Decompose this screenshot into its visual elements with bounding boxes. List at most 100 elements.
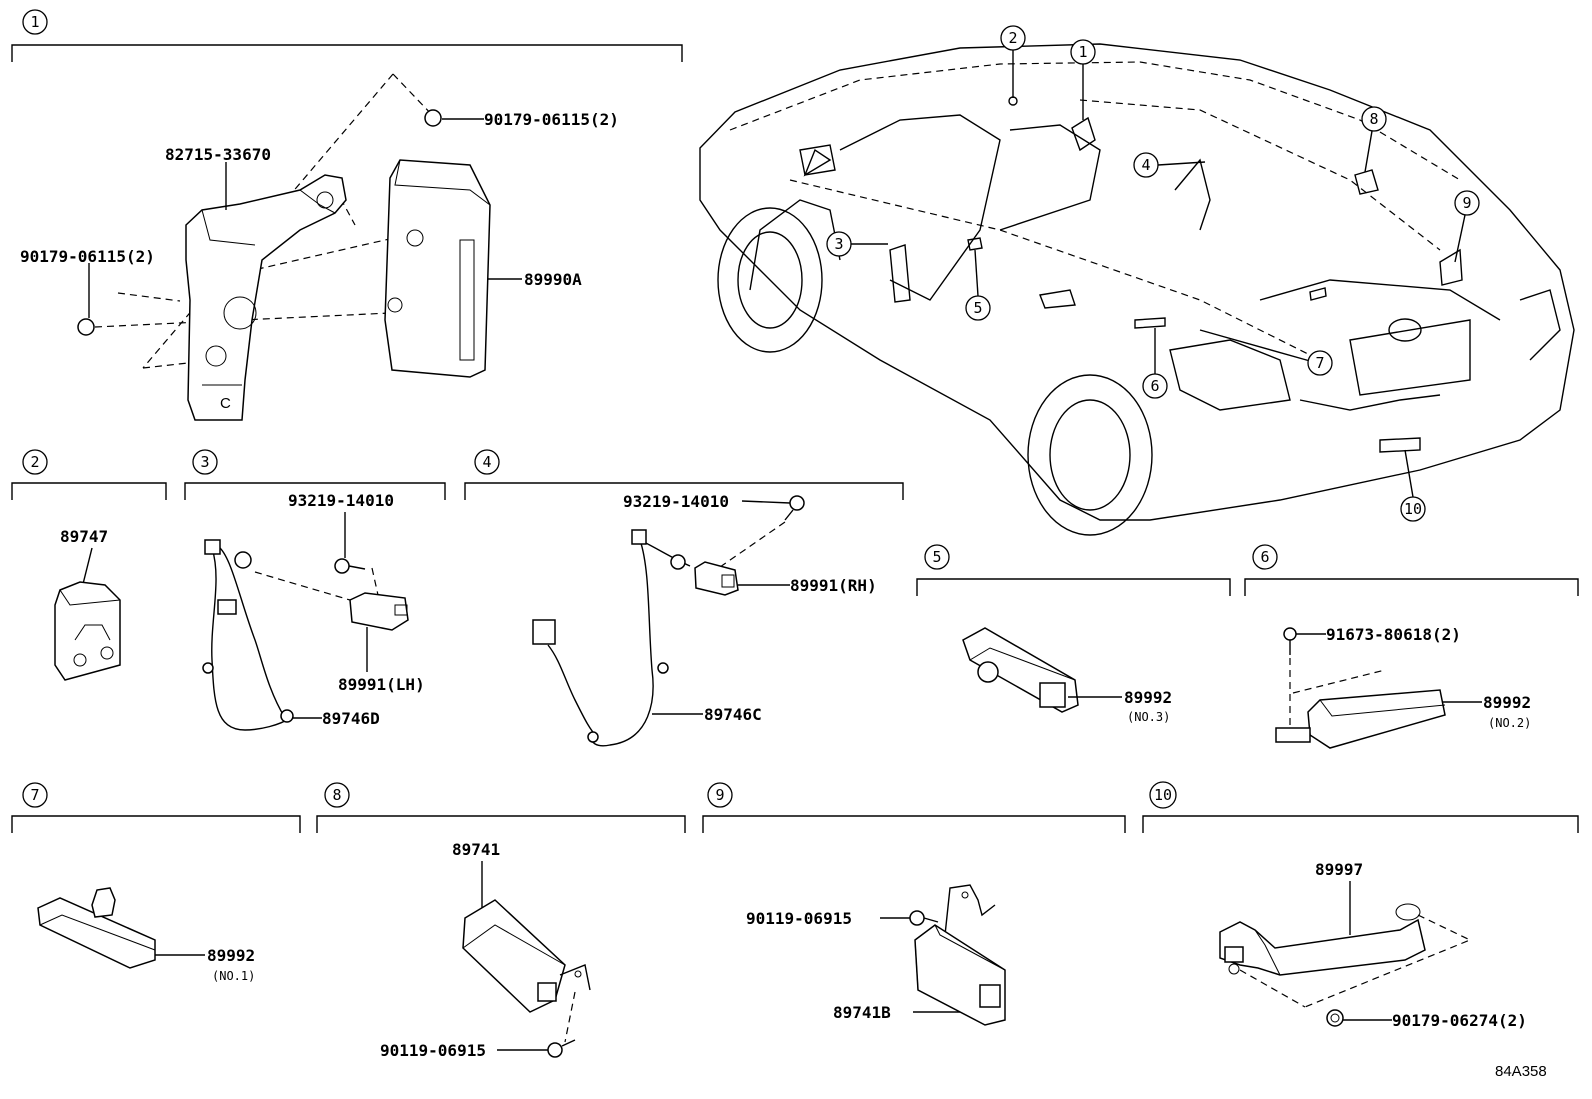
section-number-1: 1 — [22, 9, 48, 35]
svg-text:5: 5 — [932, 548, 941, 566]
section-number-2: 2 — [22, 449, 48, 475]
label-90179-06115-top: 90179-06115(2) — [484, 110, 619, 129]
nut-top-drawing — [424, 109, 442, 127]
section-10: 10 89997 90179-06274(2) — [1142, 781, 1579, 1030]
svg-text:3: 3 — [834, 235, 843, 253]
svg-text:9: 9 — [715, 786, 724, 804]
label-90179-06115-left: 90179-06115(2) — [20, 247, 155, 266]
section-number-7: 7 — [22, 782, 48, 808]
section-6: 6 91673-80618(2) 89992 (NO.2) — [1244, 544, 1579, 749]
label-89747: 89747 — [60, 527, 108, 546]
label-90119-06915-s8: 90119-06915 — [380, 1041, 486, 1060]
sensor-89747-drawing — [54, 581, 121, 681]
harness-89746C-drawing — [532, 529, 691, 747]
label-89746C: 89746C — [704, 705, 762, 724]
car-callout-6: 6 — [1142, 373, 1168, 399]
receiver-89741B-drawing — [914, 884, 1006, 1026]
section-4: 4 93219-14010 89991(RH) 89746C — [464, 449, 904, 747]
car-callout-1: 1 — [1070, 39, 1096, 65]
section-number-3: 3 — [192, 449, 218, 475]
label-93219-14010-rh: 93219-14010 — [623, 492, 729, 511]
receiver-89741-drawing — [462, 899, 591, 1013]
label-89992-no3-note: (NO.3) — [1127, 710, 1170, 724]
svg-text:2: 2 — [1008, 29, 1017, 47]
section-number-9: 9 — [707, 782, 733, 808]
svg-text:6: 6 — [1150, 377, 1159, 395]
label-90179-06274: 90179-06274(2) — [1392, 1011, 1527, 1030]
label-91673-80618: 91673-80618(2) — [1326, 625, 1461, 644]
bracket-part-drawing: C — [185, 174, 347, 421]
svg-text:10: 10 — [1404, 500, 1422, 518]
handle-sensor-rh-drawing — [694, 561, 739, 596]
svg-text:6: 6 — [1260, 548, 1269, 566]
label-90119-06915-s9: 90119-06915 — [746, 909, 852, 928]
label-89992-no2: 89992 — [1483, 693, 1531, 712]
handle-sensor-lh-drawing — [349, 592, 409, 631]
label-89746D: 89746D — [322, 709, 380, 728]
nut-90179-06274-drawing — [1326, 1009, 1344, 1027]
section-9: 9 90119-06915 89741B — [702, 782, 1126, 1026]
section-number-10: 10 — [1149, 781, 1177, 809]
car-callout-5: 5 — [965, 295, 991, 321]
svg-text:7: 7 — [30, 786, 39, 804]
module-part-drawing — [384, 159, 491, 378]
section-number-8: 8 — [324, 782, 350, 808]
section-2: 2 89747 — [11, 449, 167, 681]
label-89992-no1: 89992 — [207, 946, 255, 965]
section-3: 3 93219-14010 89991(LH) 89746D — [184, 449, 446, 731]
section-1: 1 C — [11, 9, 683, 421]
car-callout-9: 9 — [1454, 190, 1480, 216]
svg-text:2: 2 — [30, 453, 39, 471]
antenna-no1-drawing — [37, 887, 156, 969]
label-89991-lh: 89991(LH) — [338, 675, 425, 694]
section-5: 5 89992 (NO.3) — [916, 544, 1231, 724]
label-89990A: 89990A — [524, 270, 582, 289]
car-callout-7: 7 — [1307, 350, 1333, 376]
section-number-4: 4 — [474, 449, 500, 475]
label-93219-14010-lh: 93219-14010 — [288, 491, 394, 510]
car-callout-10: 10 — [1400, 496, 1426, 522]
svg-text:5: 5 — [973, 299, 982, 317]
svg-text:9: 9 — [1462, 194, 1471, 212]
harness-89746D-drawing — [202, 539, 294, 731]
handle-89997-drawing — [1219, 903, 1426, 976]
bolt-93219-14010-lh-drawing — [334, 558, 366, 574]
bolt-90119-06915-s8-drawing — [547, 1039, 576, 1058]
svg-text:8: 8 — [332, 786, 341, 804]
svg-text:1: 1 — [1078, 43, 1087, 61]
nut-left-drawing — [77, 318, 95, 336]
car-callout-4: 4 — [1133, 152, 1159, 178]
svg-text:4: 4 — [482, 453, 491, 471]
label-82715-33670: 82715-33670 — [165, 145, 271, 164]
section-1-bracket-line — [11, 44, 683, 62]
label-89992-no2-note: (NO.2) — [1488, 716, 1531, 730]
svg-text:1: 1 — [30, 13, 39, 31]
section-8: 8 89741 90119-06915 — [316, 782, 686, 1060]
label-89997: 89997 — [1315, 860, 1363, 879]
svg-text:C: C — [220, 395, 231, 412]
svg-text:10: 10 — [1154, 786, 1172, 804]
car-callout-2: 2 — [1000, 25, 1026, 51]
bolt-90119-06915-s9-drawing — [909, 910, 939, 926]
label-89992-no1-note: (NO.1) — [212, 969, 255, 983]
diagram-code: 84A358 — [1495, 1063, 1547, 1080]
svg-text:3: 3 — [200, 453, 209, 471]
car-callout-3: 3 — [826, 231, 852, 257]
car-overview: 1 2 3 4 5 6 7 8 9 10 — [699, 25, 1575, 536]
screw-91673-80618-drawing — [1283, 627, 1297, 655]
svg-text:7: 7 — [1315, 354, 1324, 372]
bolt-93219-14010-rh-drawing — [784, 495, 805, 521]
label-89992-no3: 89992 — [1124, 688, 1172, 707]
svg-text:4: 4 — [1141, 156, 1150, 174]
label-89741B: 89741B — [833, 1003, 891, 1022]
label-89991-rh: 89991(RH) — [790, 576, 877, 595]
car-callout-8: 8 — [1361, 106, 1387, 132]
antenna-no2-drawing — [1275, 689, 1446, 749]
section-number-6: 6 — [1252, 544, 1278, 570]
label-89741: 89741 — [452, 840, 500, 859]
svg-text:8: 8 — [1369, 110, 1378, 128]
section-number-5: 5 — [924, 544, 950, 570]
antenna-no3-drawing — [962, 627, 1079, 713]
section-7: 7 89992 (NO.1) — [11, 782, 301, 983]
